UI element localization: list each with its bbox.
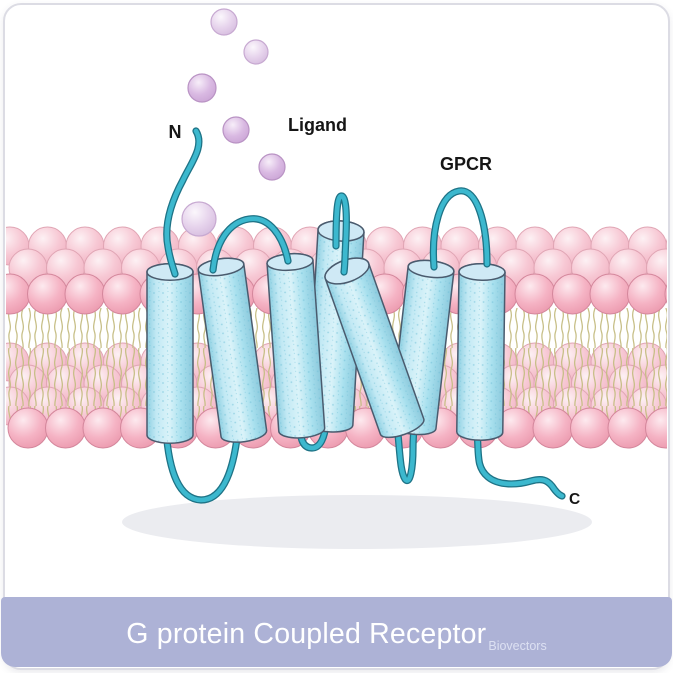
- ground-shadow: [122, 495, 592, 549]
- lipid-head: [664, 273, 667, 315]
- lipid-head: [627, 273, 667, 315]
- lipid-head: [665, 342, 667, 382]
- lipid-head: [64, 273, 106, 315]
- helix-texture: [456, 263, 505, 441]
- helix-texture: [267, 253, 325, 438]
- extracellular-loop-2-3: [210, 216, 291, 273]
- lipid-head: [607, 407, 649, 449]
- lipid-head: [102, 273, 143, 315]
- ligand-molecule: [187, 73, 217, 103]
- helix-cap: [458, 263, 506, 281]
- helix-cylinder-5: [324, 257, 425, 439]
- ligand-molecule: [210, 8, 238, 36]
- lipid-head: [552, 273, 593, 315]
- ligand-molecules: [181, 8, 286, 237]
- lipid-head: [45, 407, 86, 449]
- n-terminal-tail: [164, 128, 202, 277]
- lipid-head: [665, 226, 667, 266]
- lipid-head: [645, 407, 667, 449]
- lipid-head: [514, 273, 556, 315]
- extracellular-loop-4-5: [333, 193, 349, 275]
- helix-texture: [147, 263, 193, 444]
- helix-texture: [325, 258, 424, 438]
- helix-cap: [317, 220, 365, 242]
- extracellular-loop-6-7: [431, 188, 490, 270]
- ligand-molecule: [222, 116, 250, 144]
- lipid-head: [532, 407, 574, 449]
- ligand-molecule: [181, 201, 217, 237]
- helix-texture: [198, 258, 267, 443]
- helix-cylinder-3: [266, 252, 326, 439]
- banner-title: G protein Coupled Receptor: [126, 618, 487, 650]
- ligand-label: Ligand: [288, 115, 347, 135]
- intracellular-loops: [162, 418, 566, 504]
- helix-cylinder-1: [146, 263, 194, 444]
- lipid-head: [589, 273, 631, 315]
- helix-cylinder-2: [197, 257, 268, 443]
- lipid-head: [665, 386, 667, 426]
- extracellular-loops: [163, 127, 491, 278]
- lipid-head: [82, 407, 124, 449]
- gpcr-label: GPCR: [440, 154, 492, 174]
- c-terminus-label: C: [569, 491, 580, 508]
- ligand-molecule: [258, 153, 286, 181]
- lipid-head: [570, 407, 611, 449]
- intracellular-loop-1-2: [163, 427, 241, 503]
- helix-cap: [197, 257, 245, 277]
- ligand-molecule: [243, 39, 269, 65]
- c-terminal-tail: [474, 427, 565, 499]
- helix-cylinder-7: [456, 263, 506, 441]
- transmembrane-helices: [146, 220, 506, 444]
- lipid-head: [27, 273, 68, 315]
- n-terminus-label: N: [169, 122, 182, 142]
- banner-credit: Biovectors: [488, 639, 547, 653]
- lipid-head: [7, 407, 49, 449]
